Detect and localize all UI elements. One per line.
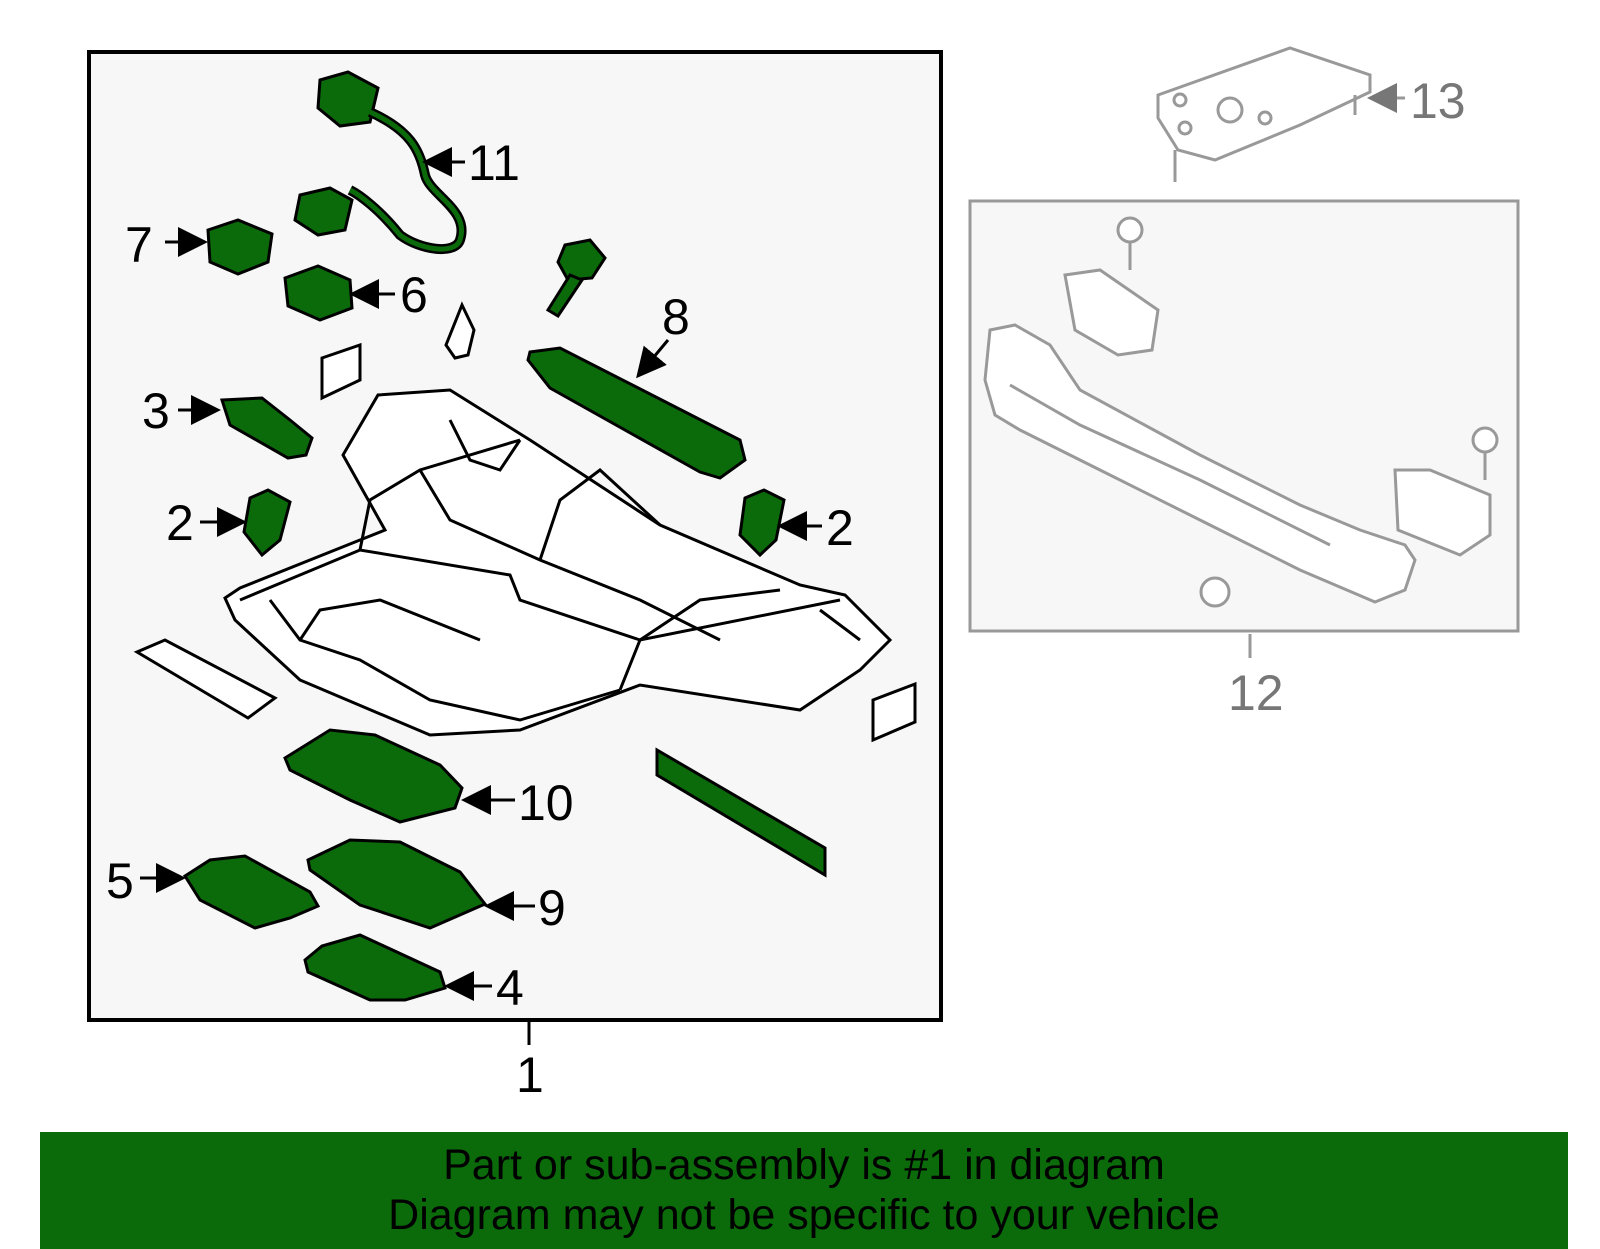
part-3-lens[interactable] <box>219 396 314 460</box>
callout-1: 1 <box>516 1047 544 1103</box>
small-pad-right <box>871 681 917 743</box>
banner-line-2: Diagram may not be specific to your vehi… <box>388 1191 1220 1239</box>
info-banner: Part or sub-assembly is #1 in diagram Di… <box>40 1132 1568 1249</box>
callout-4: 4 <box>496 960 524 1016</box>
part-7-clip[interactable] <box>206 218 274 276</box>
callout-10: 10 <box>518 775 574 831</box>
part-5-cover[interactable] <box>182 854 321 930</box>
retainer-clip <box>444 301 476 360</box>
callout-7: 7 <box>125 217 153 273</box>
bolt <box>545 238 607 319</box>
part-12-reinforcement <box>983 216 1499 608</box>
callout-12: 12 <box>1228 665 1284 721</box>
small-pad-top <box>320 342 362 401</box>
part-2-clip-right[interactable] <box>738 488 786 558</box>
callout-11: 11 <box>468 135 520 191</box>
callout-2-left: 2 <box>166 495 194 551</box>
callout-6: 6 <box>400 267 428 323</box>
part-10-lamp[interactable] <box>283 728 464 824</box>
callout-13: 13 <box>1410 73 1466 129</box>
callout-9: 9 <box>538 880 566 936</box>
parts-diagram: 11 7 6 8 3 2 2 <box>87 46 1520 1103</box>
banner-line-1: Part or sub-assembly is #1 in diagram <box>443 1141 1165 1189</box>
callout-2-right: 2 <box>826 500 854 556</box>
part-13-bracket[interactable] <box>1156 46 1372 182</box>
callout-8: 8 <box>662 289 690 345</box>
callout-3: 3 <box>142 383 170 439</box>
console-housing <box>223 388 893 737</box>
green-strip <box>655 747 827 878</box>
lens-strip-left <box>133 638 278 720</box>
part-8-handle[interactable] <box>526 346 747 480</box>
callout-5: 5 <box>106 853 134 909</box>
part-11-harness[interactable] <box>293 70 467 255</box>
